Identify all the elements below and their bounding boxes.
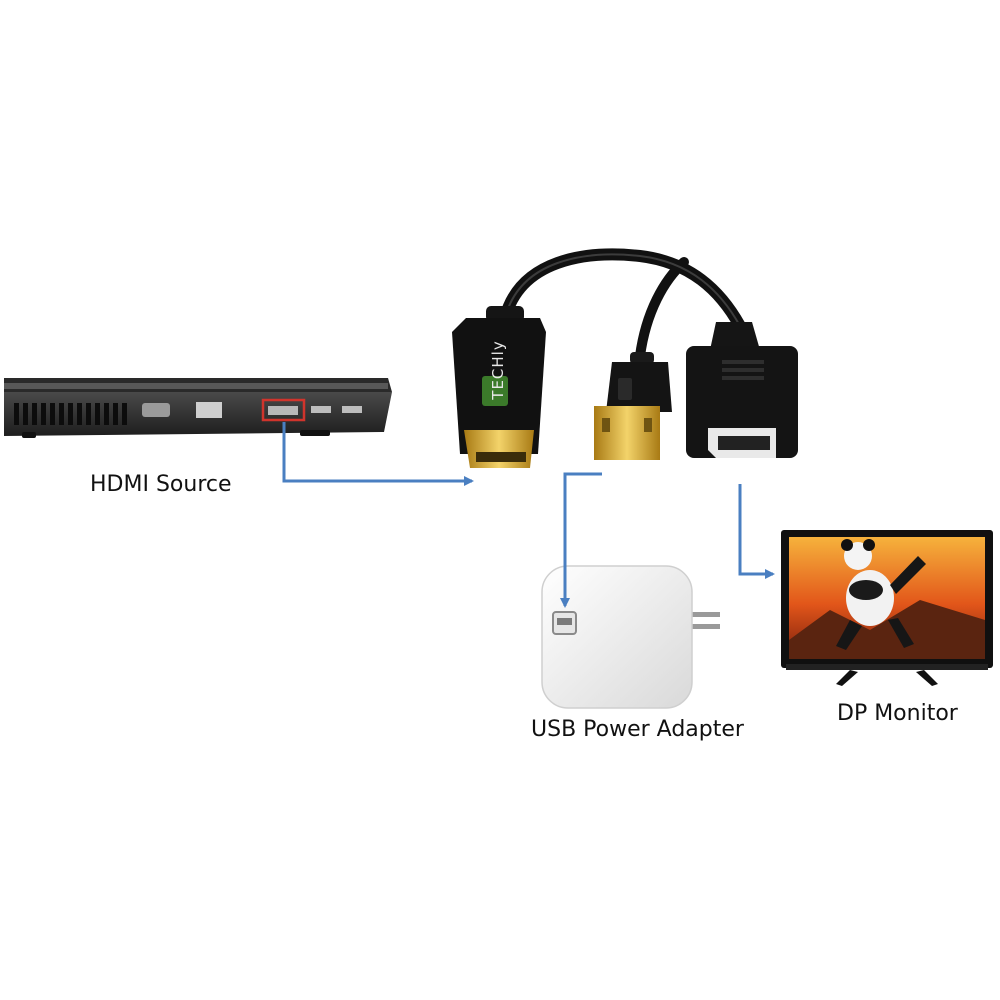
arrow-dp [738, 484, 775, 579]
monitor-icon [781, 530, 993, 686]
vent-grille [14, 403, 127, 425]
arrow-hdmi [282, 422, 474, 486]
arrow-usb [560, 472, 602, 608]
dp-monitor-label: DP Monitor [837, 701, 958, 726]
hdmi-port [268, 406, 298, 415]
connection-arrows [282, 422, 775, 608]
hdmi-source-label: HDMI Source [90, 472, 232, 497]
usb-power-adapter-icon [541, 565, 720, 709]
usb-plug-icon [594, 352, 672, 460]
laptop-icon [4, 378, 392, 438]
ethernet-port [196, 402, 222, 418]
hdmi-adapter-icon: TECHly [452, 306, 546, 468]
usb-power-adapter-label: USB Power Adapter [531, 717, 744, 742]
vga-port [142, 403, 170, 417]
usb-port [342, 406, 362, 413]
brand-logo: TECHly [489, 340, 507, 400]
screen-image [789, 539, 985, 659]
hdmi-to-dp-adapter: TECHly [452, 248, 798, 468]
usb-port [311, 406, 331, 413]
hdmi-port-highlight [261, 398, 306, 422]
displayport-socket-icon [686, 322, 798, 458]
